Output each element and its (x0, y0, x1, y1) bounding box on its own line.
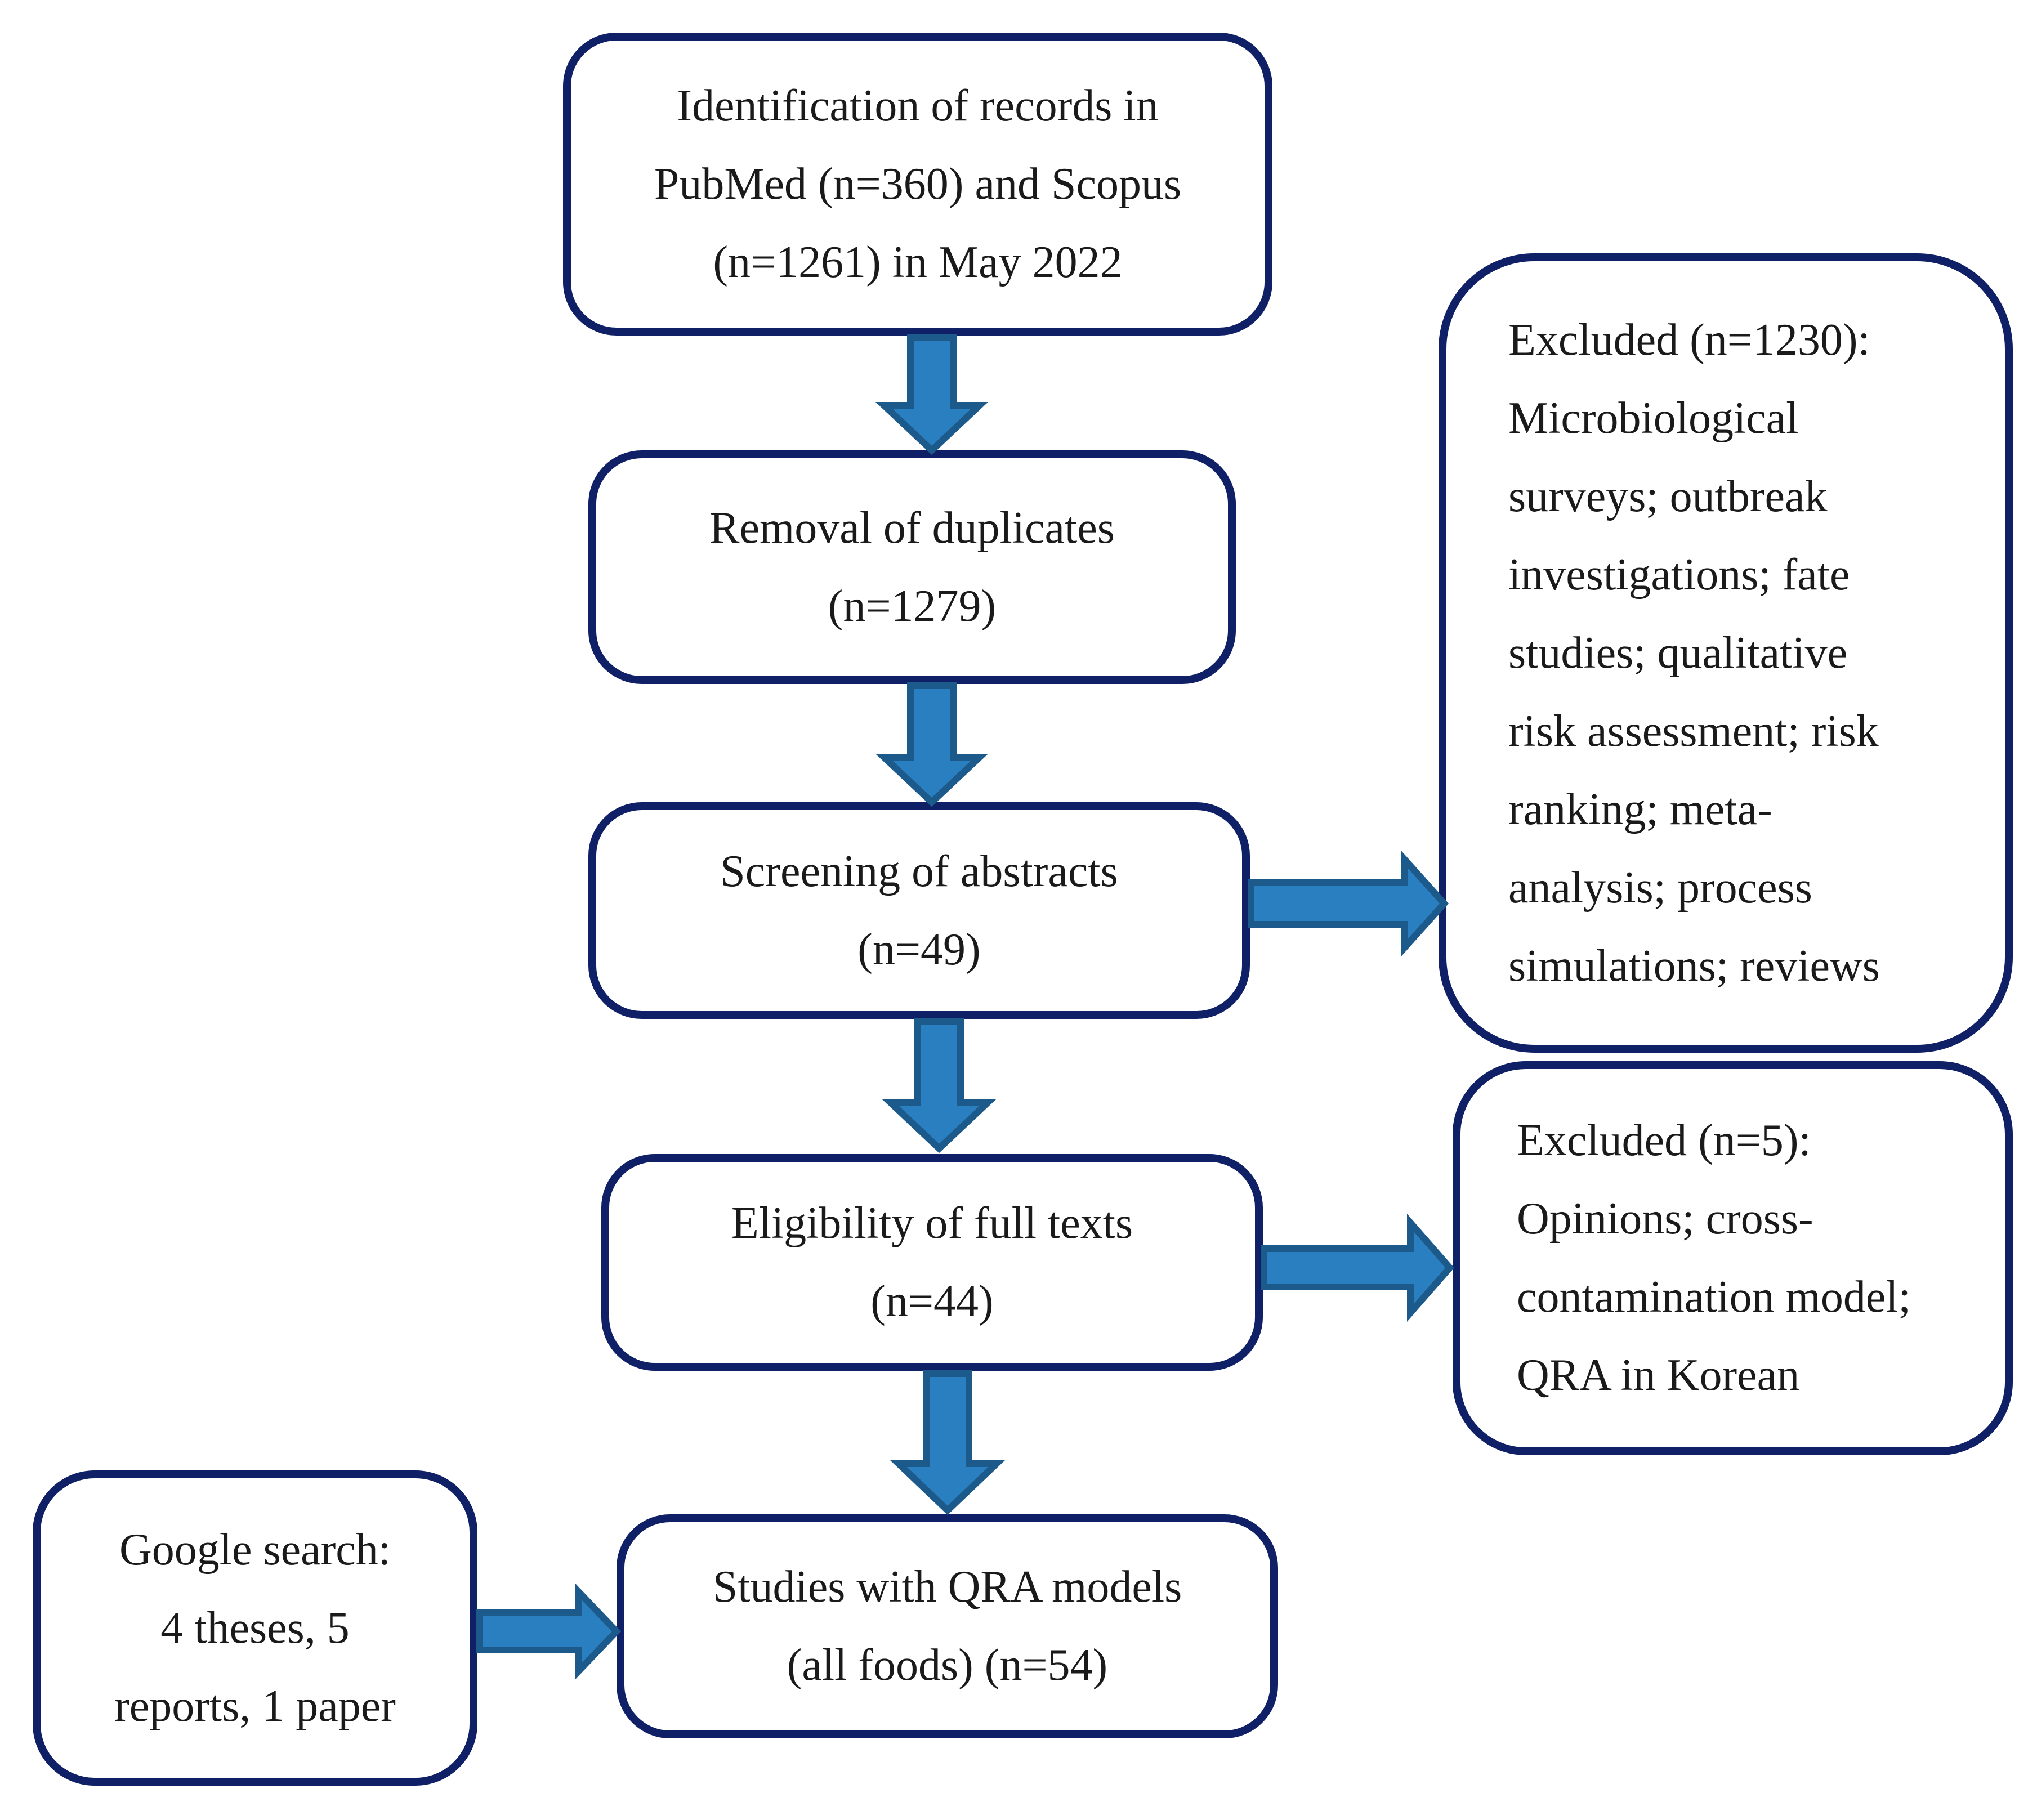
google-line-1: Google search: (119, 1524, 391, 1575)
arrow-identification-to-duplicates (875, 334, 989, 455)
identification-line-1: Identification of records in (677, 81, 1159, 131)
studies-box: Studies with QRA models (all foods) (n=5… (617, 1514, 1278, 1738)
excluded-abstracts-line-9: simulations; reviews (1508, 941, 1880, 991)
screening-line-1: Screening of abstracts (720, 846, 1118, 896)
identification-box: Identification of records in PubMed (n=3… (563, 33, 1272, 336)
excluded-abstracts-box: Excluded (n=1230): Microbiological surve… (1439, 253, 2013, 1053)
excluded-fulltexts-line-4: QRA in Korean (1517, 1351, 1800, 1400)
arrow-duplicates-to-screening (875, 682, 989, 807)
excluded-abstracts-line-4: investigations; fate (1508, 549, 1850, 600)
studies-line-2: (all foods) (n=54) (787, 1640, 1108, 1690)
excluded-abstracts-line-7: ranking; meta- (1508, 784, 1772, 834)
duplicates-line-1: Removal of duplicates (709, 503, 1115, 553)
eligibility-box: Eligibility of full texts (n=44) (601, 1154, 1263, 1371)
excluded-abstracts-line-3: surveys; outbreak (1508, 471, 1828, 521)
excluded-abstracts-line-2: Microbiological (1508, 393, 1799, 443)
google-line-2: 4 theses, 5 (160, 1603, 350, 1653)
excluded-fulltexts-line-1: Excluded (n=5): (1517, 1116, 1811, 1165)
excluded-fulltexts-box: Excluded (n=5): Opinions; cross- contami… (1453, 1061, 2013, 1455)
arrow-screening-to-eligibility (881, 1018, 997, 1153)
excluded-fulltexts-line-3: contamination model; (1517, 1272, 1911, 1322)
excluded-abstracts-line-1: Excluded (n=1230): (1508, 315, 1870, 365)
screening-box: Screening of abstracts (n=49) (588, 802, 1250, 1019)
arrow-google-to-studies (476, 1584, 622, 1679)
eligibility-line-2: (n=44) (870, 1276, 994, 1326)
arrow-eligibility-to-studies (890, 1370, 1005, 1515)
identification-line-2: PubMed (n=360) and Scopus (654, 159, 1182, 209)
excluded-abstracts-line-6: risk assessment; risk (1508, 706, 1879, 756)
duplicates-line-2: (n=1279) (828, 581, 997, 631)
duplicates-box: Removal of duplicates (n=1279) (588, 450, 1236, 684)
google-line-3: reports, 1 paper (114, 1681, 396, 1731)
arrow-eligibility-to-excluded (1261, 1214, 1454, 1322)
studies-line-1: Studies with QRA models (712, 1562, 1182, 1612)
google-search-box: Google search: 4 theses, 5 reports, 1 pa… (33, 1470, 477, 1786)
excluded-abstracts-line-5: studies; qualitative (1508, 628, 1848, 678)
eligibility-line-1: Eligibility of full texts (731, 1198, 1133, 1248)
excluded-abstracts-line-8: analysis; process (1508, 862, 1812, 913)
screening-line-2: (n=49) (857, 924, 981, 974)
arrow-screening-to-excluded (1248, 851, 1449, 956)
excluded-fulltexts-line-2: Opinions; cross- (1517, 1194, 1813, 1244)
identification-line-3: (n=1261) in May 2022 (713, 237, 1123, 287)
